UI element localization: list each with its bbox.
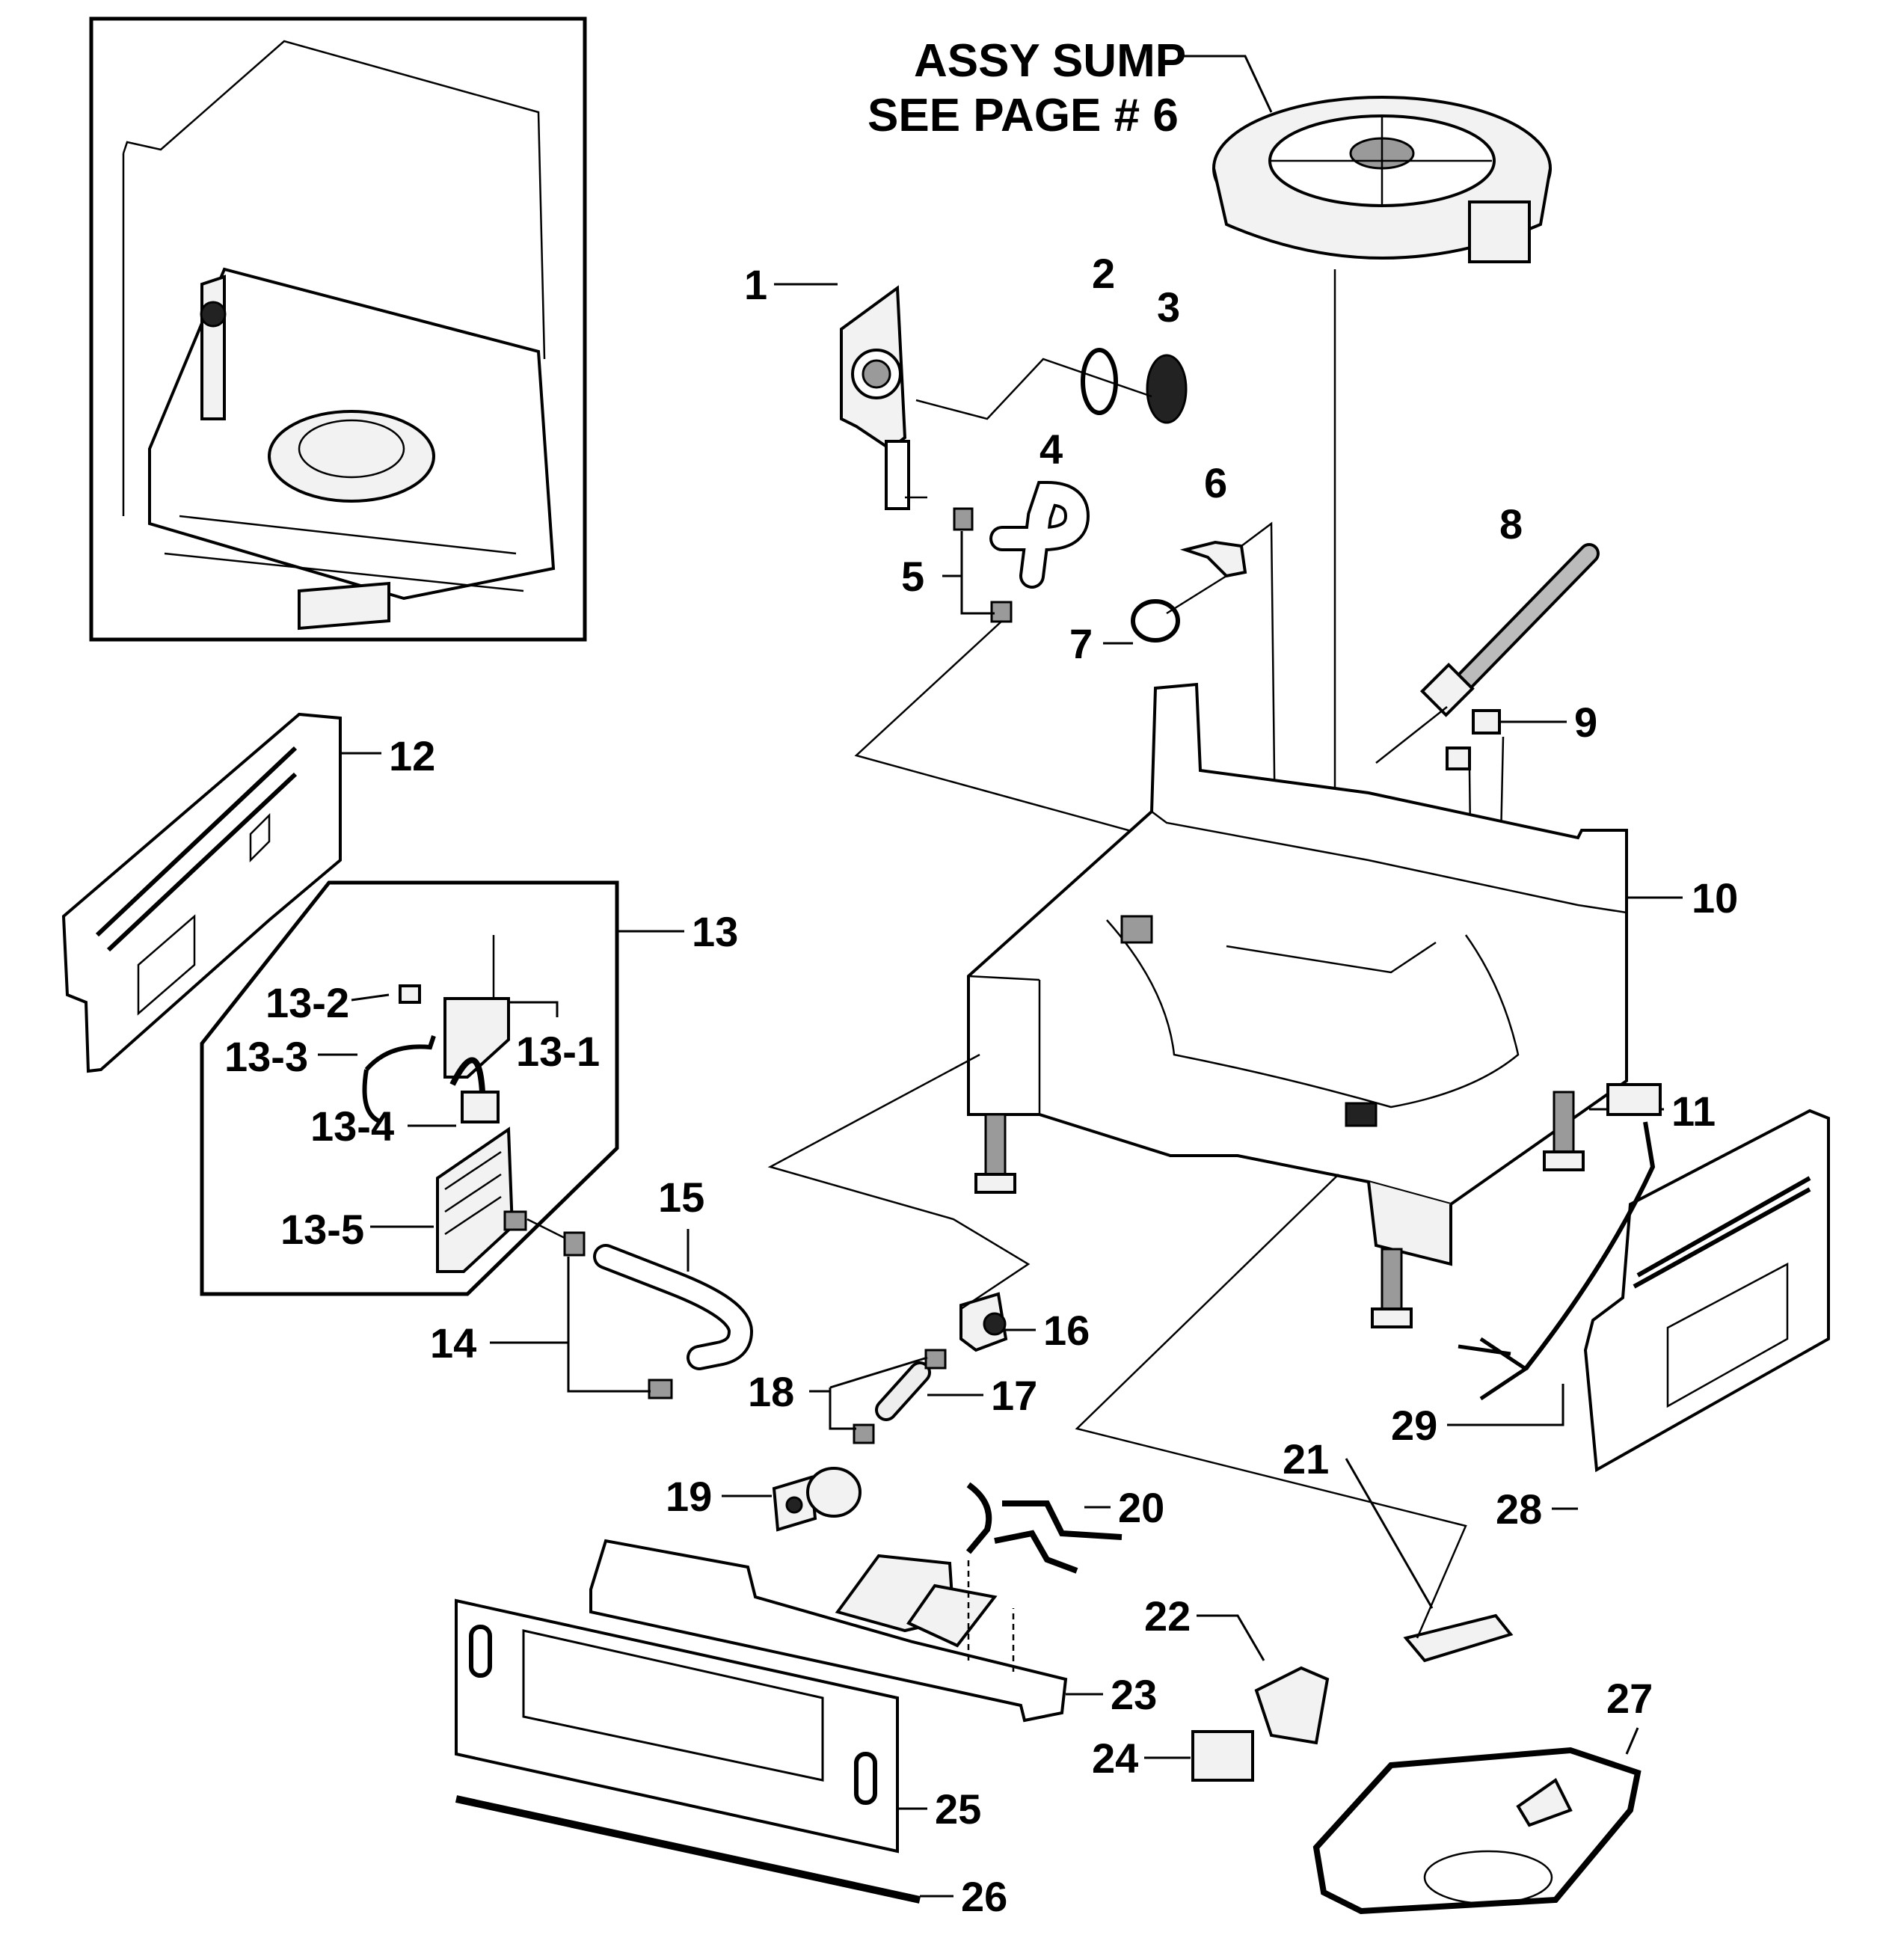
part-23-bracket <box>589 1539 1068 1723</box>
callout-29: 29 <box>1391 1402 1437 1449</box>
callout-23: 23 <box>1111 1671 1157 1718</box>
callout-13-2: 13-2 <box>265 979 349 1026</box>
part-20-heater <box>835 1482 1123 1648</box>
callout-6: 6 <box>1204 459 1227 506</box>
callout-4: 4 <box>1039 426 1063 473</box>
callout-20: 20 <box>1118 1484 1164 1531</box>
part-1-housing <box>840 285 910 510</box>
part-19-inlet-valve <box>772 1467 862 1532</box>
part-18-clamp-a <box>924 1349 947 1370</box>
part-6-bracket <box>1179 540 1247 578</box>
part-14-clamp-b <box>648 1379 673 1399</box>
callout-21: 21 <box>1283 1435 1329 1483</box>
assy-sump-subtitle: SEE PAGE # 6 <box>867 90 1179 141</box>
part-14-clamp-a <box>563 1231 586 1257</box>
callout-9: 9 <box>1574 699 1597 746</box>
callout-2: 2 <box>1092 250 1115 297</box>
callout-13-3: 13-3 <box>224 1033 308 1080</box>
part-16-valve <box>959 1292 1008 1352</box>
callout-18: 18 <box>748 1368 794 1415</box>
assy-sump <box>1212 96 1552 1043</box>
part-21-terminal <box>1403 1613 1514 1663</box>
part-15-hose <box>593 1244 754 1370</box>
callout-13-4: 13-4 <box>310 1103 394 1150</box>
part-18-clamp-b <box>853 1423 875 1444</box>
part-8-drain-hose <box>1419 543 1600 717</box>
assy-sump-title: ASSY SUMP <box>914 35 1186 87</box>
callout-13: 13 <box>692 908 738 955</box>
part-7-clip <box>1131 599 1180 643</box>
part-13-2-clip <box>399 984 421 1004</box>
part-10-base-frame <box>967 682 1628 1266</box>
part-5-clamp-b <box>990 601 1013 623</box>
part-29-wire-harness <box>1458 1083 1662 1401</box>
part-3-ring <box>1146 354 1188 424</box>
part-2-gasket <box>1081 348 1118 415</box>
callout-14: 14 <box>430 1319 476 1367</box>
callout-12: 12 <box>389 732 435 779</box>
overview-inset <box>89 16 587 642</box>
callout-26: 26 <box>961 1873 1007 1920</box>
part-28-side-panel <box>1583 1109 1830 1473</box>
callout-28: 28 <box>1496 1486 1542 1533</box>
part-9-clip <box>1472 709 1501 735</box>
callout-10: 10 <box>1692 874 1738 922</box>
callout-16: 16 <box>1043 1307 1090 1354</box>
part-13-4-wire <box>449 1057 485 1093</box>
callout-11: 11 <box>1671 1088 1716 1135</box>
part-11-screws <box>974 1091 1585 1328</box>
callout-3: 3 <box>1157 283 1180 331</box>
callout-25: 25 <box>935 1785 981 1833</box>
part-5-clamp-a <box>953 507 974 531</box>
callout-27: 27 <box>1606 1675 1653 1722</box>
part-24-block <box>1191 1730 1254 1782</box>
callout-24: 24 <box>1092 1735 1138 1782</box>
part-13-1-switch <box>443 935 510 1079</box>
callout-13-1: 13-1 <box>516 1028 600 1075</box>
part-12-side-panel <box>61 712 342 1073</box>
callout-1: 1 <box>744 261 767 308</box>
part-27-tub-base <box>1312 1747 1642 1915</box>
callout-22: 22 <box>1144 1592 1191 1640</box>
part-13-3-wire <box>362 1035 436 1124</box>
callout-labels: 1 2 3 4 5 6 7 8 9 10 11 12 13 13-1 13-2 … <box>224 250 1738 1920</box>
part-22-bracket <box>1254 1666 1330 1745</box>
part-25-front-panel <box>455 1598 899 1854</box>
callout-7: 7 <box>1069 620 1093 667</box>
part-13-5-heater-housing <box>436 1126 527 1273</box>
callout-17: 17 <box>991 1372 1037 1419</box>
part-13-group-box <box>200 880 619 1296</box>
callout-5: 5 <box>901 553 924 600</box>
callout-19: 19 <box>666 1473 712 1520</box>
callout-13-5: 13-5 <box>280 1206 364 1253</box>
part-26-trim-strip <box>455 1795 921 1904</box>
callout-15: 15 <box>658 1174 704 1221</box>
callout-8: 8 <box>1499 500 1523 548</box>
part-4-hose <box>989 480 1090 589</box>
